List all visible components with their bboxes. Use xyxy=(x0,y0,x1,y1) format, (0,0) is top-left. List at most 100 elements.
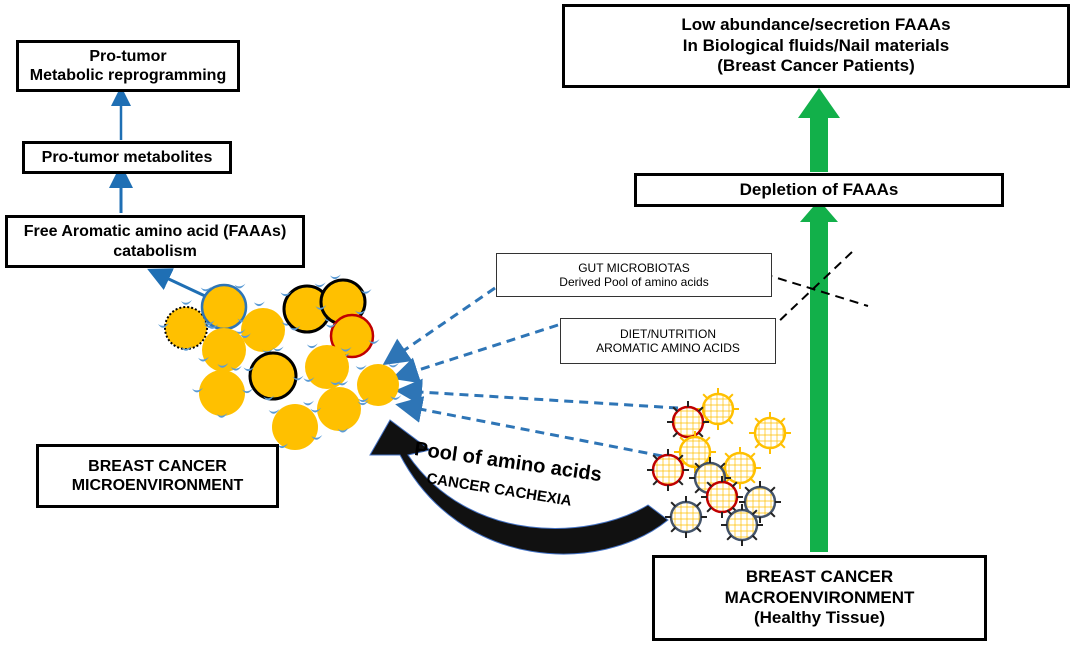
cell-claw xyxy=(357,400,369,406)
cell-claw xyxy=(158,323,169,328)
cell-spike xyxy=(695,526,702,533)
cell-spike xyxy=(751,509,758,516)
green-arrows xyxy=(798,88,840,552)
box-line: DIET/NUTRITION xyxy=(620,326,716,341)
tumor-cell xyxy=(310,380,369,433)
cell-spike xyxy=(697,406,704,413)
green-arrow-lower-head xyxy=(800,200,838,222)
box-micro-environment: BREAST CANCER MICROENVIRONMENT xyxy=(36,444,279,508)
tumor-cell xyxy=(243,346,304,401)
cell-spike xyxy=(670,501,677,508)
cell-claw xyxy=(198,356,210,362)
box-line: Pro-tumor metabolites xyxy=(41,148,213,166)
healthy-cell xyxy=(739,481,781,523)
box-line: Pro-tumor xyxy=(89,47,167,65)
cell-claw xyxy=(263,395,275,401)
cell-claw xyxy=(241,388,253,394)
healthy-cell xyxy=(667,401,709,443)
box-line: (Healthy Tissue) xyxy=(753,608,885,628)
cell-claw xyxy=(203,320,215,326)
cell-claw xyxy=(329,274,341,280)
box-macro-environment: BREAST CANCER MACROENVIRONMENT (Healthy … xyxy=(652,555,987,641)
tumor-cell xyxy=(325,309,380,359)
cell-spike xyxy=(672,431,679,438)
cell-claw xyxy=(337,427,349,433)
cell-spike xyxy=(779,442,786,449)
cell-claw xyxy=(237,317,249,323)
cell-spike xyxy=(677,454,684,461)
cell-claw xyxy=(272,346,284,352)
cell-claw xyxy=(355,309,367,315)
cell-spike xyxy=(672,406,679,413)
cell-claw xyxy=(306,343,318,349)
cell-spike xyxy=(769,486,776,493)
box-depletion: Depletion of FAAAs xyxy=(634,173,1004,207)
cell-claw xyxy=(217,363,229,368)
healthy-cell-cluster xyxy=(647,388,791,546)
box-line: Derived Pool of amino acids xyxy=(559,275,709,289)
cell-claw xyxy=(357,397,369,403)
cell-spike xyxy=(751,534,758,541)
cell-spike xyxy=(652,479,659,486)
tumor-cell xyxy=(198,324,251,372)
cell-spike xyxy=(670,526,677,533)
arrow-pool-upper xyxy=(395,378,679,410)
cell-claw xyxy=(330,380,342,386)
cell-claw xyxy=(315,305,327,310)
cell-claw xyxy=(323,316,335,322)
cell-claw xyxy=(314,282,326,288)
cell-claw xyxy=(368,339,380,344)
box-line: Depletion of FAAAs xyxy=(739,179,899,199)
cell-claw xyxy=(281,320,293,326)
cell-claw xyxy=(360,288,372,294)
box-low-abundance: Low abundance/secretion FAAAs In Biologi… xyxy=(562,4,1070,88)
cell-claw xyxy=(181,346,192,351)
box-line: MICROENVIRONMENT xyxy=(71,477,244,494)
box-line: Free Aromatic amino acid (FAAAs) xyxy=(23,223,287,241)
box-diet-nutrition: DIET/NUTRITION AROMATIC AMINO ACIDS xyxy=(560,318,776,364)
cell-spike xyxy=(724,452,731,459)
healthy-cell xyxy=(701,476,743,518)
arrow-diet-to-tumor xyxy=(391,323,559,384)
cell-spike xyxy=(727,393,734,400)
cell-spike xyxy=(679,436,686,443)
cell-claw xyxy=(230,365,242,371)
cell-spike xyxy=(702,393,709,400)
cell-spike xyxy=(779,417,786,424)
healthy-cell xyxy=(665,496,707,538)
box-gut-microbiotas: GUT MICROBIOTAS Derived Pool of amino ac… xyxy=(496,253,772,297)
cell-claw xyxy=(303,377,315,382)
tumor-cell xyxy=(192,363,253,418)
healthy-cell xyxy=(749,412,791,454)
cell-claw xyxy=(239,333,251,338)
cell-spike xyxy=(726,534,733,541)
cell-claw xyxy=(388,362,400,368)
cell-spike xyxy=(706,506,713,513)
green-arrow-upper-head xyxy=(798,88,840,118)
cell-claw xyxy=(204,323,215,328)
cell-claw xyxy=(243,366,255,372)
cell-claw xyxy=(337,380,349,386)
cell-claw xyxy=(340,346,352,352)
box-line: AROMATIC AMINO ACIDS xyxy=(596,341,740,355)
healthy-cell xyxy=(721,504,763,546)
cell-spike xyxy=(694,462,701,469)
cell-claw xyxy=(200,286,212,292)
tumor-cell xyxy=(158,300,215,351)
box-line: catabolism xyxy=(113,242,197,260)
cell-spike xyxy=(731,481,738,488)
cell-spike xyxy=(754,417,761,424)
cell-spike xyxy=(744,486,751,493)
healthy-cell xyxy=(719,447,761,489)
cell-spike xyxy=(749,452,756,459)
box-line: Low abundance/secretion FAAAs xyxy=(681,15,951,35)
cell-spike xyxy=(677,479,684,486)
tumor-cell xyxy=(355,362,402,406)
box-line: (Breast Cancer Patients) xyxy=(717,56,915,76)
tumor-cell xyxy=(303,343,352,389)
box-pro-tumor-metabolites: Pro-tumor metabolites xyxy=(22,141,232,174)
box-line: In Biological fluids/Nail materials xyxy=(682,35,950,55)
box-pro-tumor-reprogramming: Pro-tumor Metabolic reprogramming xyxy=(16,40,240,92)
cell-spike xyxy=(695,501,702,508)
